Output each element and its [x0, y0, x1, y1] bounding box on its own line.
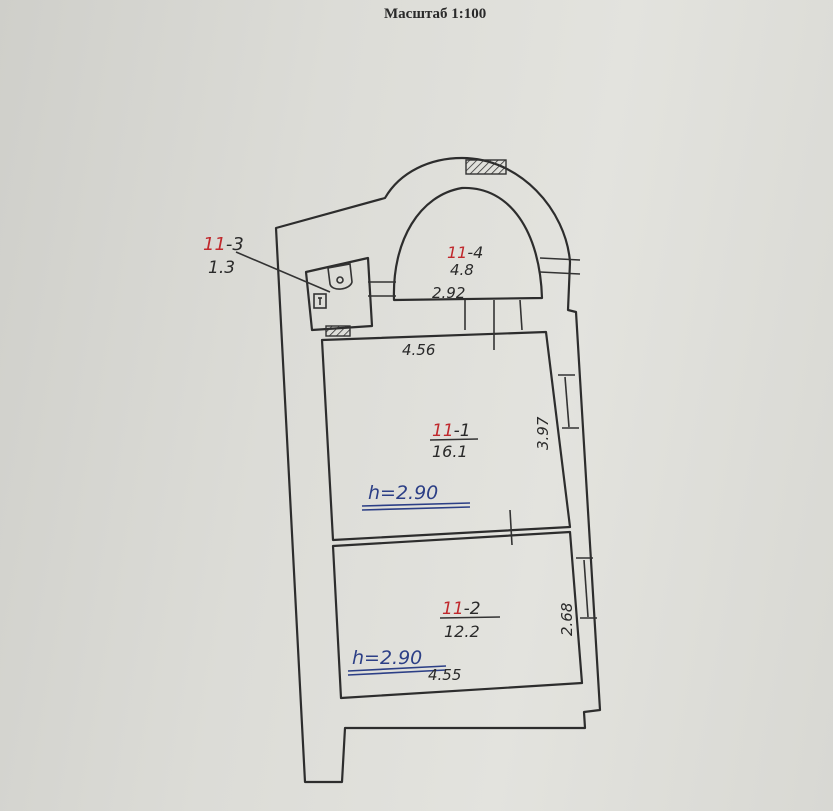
toilet-icon — [327, 263, 353, 290]
room-11-4-width: 2.92 — [432, 284, 465, 302]
scale-title: Масштаб 1:100 — [384, 6, 487, 22]
room-11-2-area: 12.2 — [444, 622, 480, 641]
outer-wall — [274, 156, 602, 784]
room-11-4-outline — [392, 186, 544, 302]
room-11-1-depth: 3.97 — [534, 416, 552, 450]
window-room-11-1 — [558, 374, 579, 429]
sink-icon — [313, 293, 327, 309]
leader-line-11-3 — [235, 251, 331, 293]
window-room-11-4 — [539, 257, 581, 275]
hatched-wall-small — [325, 325, 351, 337]
room-11-2-outline — [331, 530, 584, 700]
room-11-4-area: 4.8 — [450, 261, 474, 279]
room-11-2-number: 11-2 — [442, 599, 481, 619]
room-11-1-width: 4.56 — [402, 341, 435, 359]
toilet-bowl-icon — [336, 276, 344, 284]
room-11-1-area: 16.1 — [432, 442, 468, 461]
room-11-1-number: 11-1 — [432, 421, 471, 441]
hatched-wall-top — [465, 159, 507, 175]
room-11-3-area: 1.3 — [208, 258, 235, 278]
room-11-2-depth: 2.68 — [558, 603, 576, 636]
wall-line — [519, 299, 523, 331]
room-11-1-height: h=2.90 — [368, 482, 438, 504]
room-11-4-number: 11-4 — [447, 243, 483, 262]
room-11-3-number: 11-3 — [203, 234, 244, 255]
window-room-11-2 — [576, 557, 597, 619]
room-11-1-outline — [320, 330, 572, 542]
room-11-2-width: 4.55 — [428, 666, 461, 684]
room-11-2-height: h=2.90 — [352, 647, 422, 669]
room-11-3-outline — [304, 256, 374, 332]
wall-line — [509, 509, 513, 546]
